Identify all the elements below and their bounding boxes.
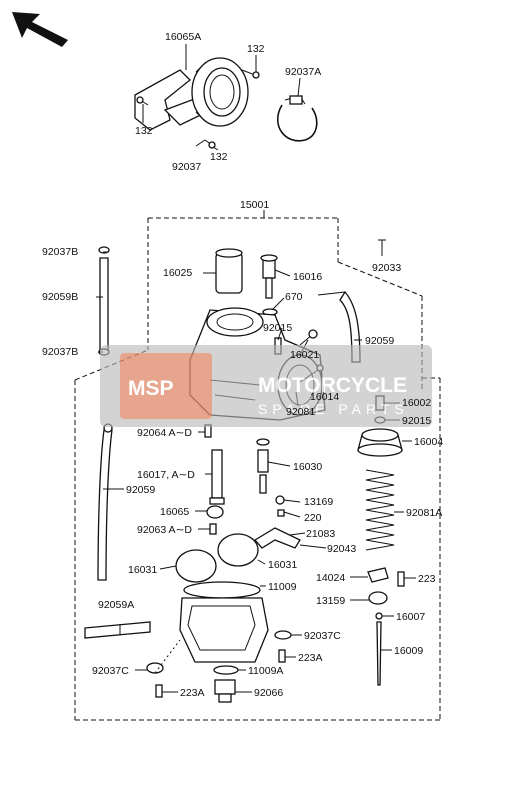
part-label: 92037B bbox=[42, 346, 78, 358]
part-label: 92033 bbox=[372, 262, 401, 274]
watermark-line2: SPARE PARTS bbox=[258, 401, 409, 417]
part-label: 132 bbox=[247, 43, 265, 55]
part-label: 92059 bbox=[126, 484, 155, 496]
part-label: 16002 bbox=[402, 397, 431, 409]
left-vent-hoses bbox=[84, 246, 151, 639]
part-label: 92059B bbox=[42, 291, 78, 303]
part-label: 16031 bbox=[268, 559, 297, 571]
part-label: 16065A bbox=[165, 31, 201, 43]
part-label: 14024 bbox=[316, 572, 345, 584]
part-label: 92081A bbox=[406, 507, 442, 519]
part-label: 16009 bbox=[394, 645, 423, 657]
part-label: 92059A bbox=[98, 599, 134, 611]
part-label: 92037C bbox=[92, 665, 129, 677]
part-label: 92037B bbox=[42, 246, 78, 258]
watermark-logo-box bbox=[120, 353, 212, 419]
part-label: 92015 bbox=[402, 415, 431, 427]
part-label: 220 bbox=[304, 512, 322, 524]
part-label: 16017, A∼D bbox=[137, 469, 195, 481]
part-label: 16065 bbox=[160, 506, 189, 518]
part-label: 16016 bbox=[293, 271, 322, 283]
part-label: 16007 bbox=[396, 611, 425, 623]
part-label: 92037A bbox=[285, 66, 321, 78]
part-label: 92063 A∼D bbox=[137, 524, 192, 536]
part-label: 132 bbox=[210, 151, 228, 163]
part-labels: 16065A 132 92037A 132 92037 132 15001 92… bbox=[42, 31, 443, 699]
part-label: 15001 bbox=[240, 199, 269, 211]
part-label: 670 bbox=[285, 291, 303, 303]
part-label: 92081 bbox=[286, 406, 315, 418]
part-label: 11009A bbox=[248, 665, 283, 677]
part-label: 21083 bbox=[306, 528, 335, 540]
part-label: 223A bbox=[298, 652, 323, 664]
float-bowl-group bbox=[135, 533, 302, 703]
part-label: 16031 bbox=[128, 564, 157, 576]
part-label: 13169 bbox=[304, 496, 333, 508]
watermark-line1: MOTORCYCLE bbox=[258, 374, 407, 397]
part-label: 13159 bbox=[316, 595, 345, 607]
part-label: 16014 bbox=[310, 391, 339, 403]
watermark: MSP MOTORCYCLE SPARE PARTS bbox=[100, 345, 432, 427]
part-label: 16025 bbox=[163, 267, 192, 279]
part-label: 223A bbox=[180, 687, 205, 699]
part-label: 11009 bbox=[268, 581, 297, 593]
part-label: 92064 A∼D bbox=[137, 427, 192, 439]
arrow-up-left-icon bbox=[12, 12, 68, 47]
part-label: 16004 bbox=[414, 436, 443, 448]
air-intake-group bbox=[134, 44, 318, 151]
part-label: 92037C bbox=[304, 630, 341, 642]
part-label: 92043 bbox=[327, 543, 356, 555]
part-label: 92059 bbox=[365, 335, 394, 347]
part-label: 223 bbox=[418, 573, 436, 585]
part-label: 92066 bbox=[254, 687, 283, 699]
part-label: 16030 bbox=[293, 461, 322, 473]
part-label: 16021 bbox=[290, 349, 319, 361]
part-label: 132 bbox=[135, 125, 153, 137]
throttle-slide-group bbox=[350, 239, 416, 686]
watermark-logo-text: MSP bbox=[128, 377, 174, 400]
spring-icon bbox=[365, 469, 395, 551]
part-label: 92037 bbox=[172, 161, 201, 173]
jet-needle-parts bbox=[195, 424, 327, 549]
part-label: 92015 bbox=[263, 322, 292, 334]
